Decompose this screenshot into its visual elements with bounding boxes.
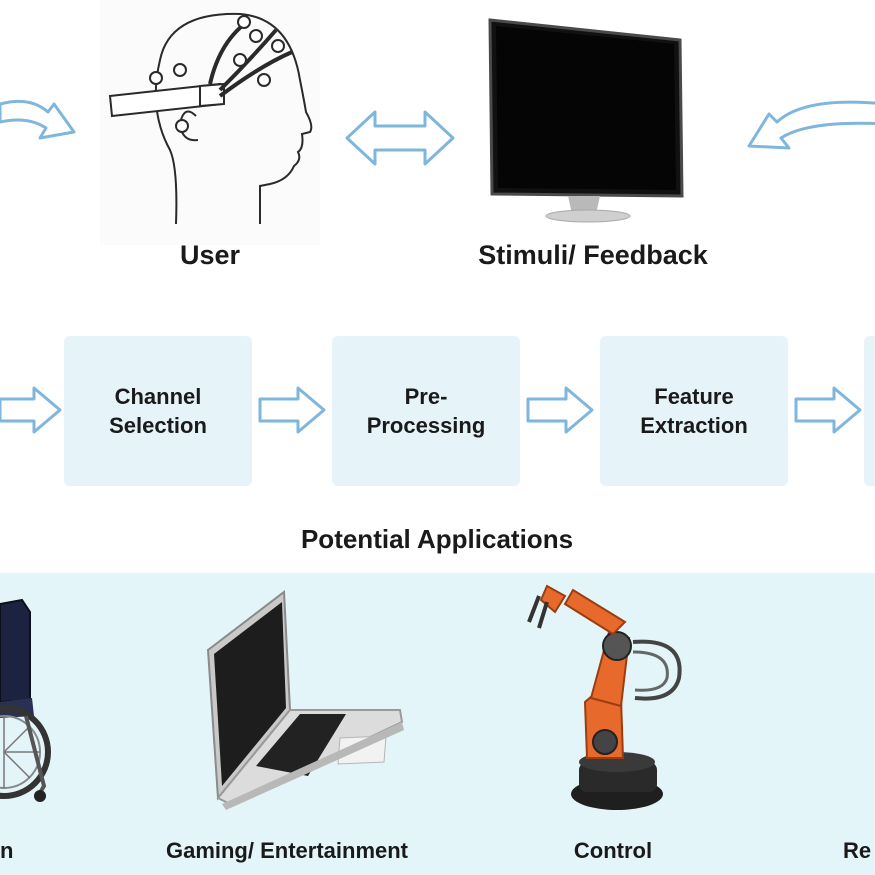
box-line: Channel bbox=[114, 384, 202, 409]
box-line: Processing bbox=[366, 413, 486, 438]
applications-panel bbox=[0, 573, 875, 875]
laptop-icon bbox=[206, 590, 404, 810]
classification-box-partial bbox=[864, 336, 875, 486]
wheelchair-icon bbox=[0, 598, 51, 802]
app-label-0: n bbox=[0, 838, 14, 863]
pipeline-arrow-0 bbox=[0, 386, 62, 434]
app-label-2: Control bbox=[573, 838, 653, 863]
pipeline-arrow-3 bbox=[794, 386, 862, 434]
user-label: User bbox=[179, 240, 241, 270]
double-arrow bbox=[345, 110, 455, 166]
box-line: Extraction bbox=[640, 413, 748, 438]
app-label-3: Re bbox=[843, 838, 872, 863]
box-line: Selection bbox=[109, 413, 207, 438]
eeg-headset-head-icon bbox=[108, 12, 313, 225]
app-label-1: Gaming/ Entertainment bbox=[165, 838, 409, 863]
box-line: Feature bbox=[654, 384, 734, 409]
box-line: Pre- bbox=[404, 384, 448, 409]
pipeline-arrow-2 bbox=[526, 386, 594, 434]
robot-arm-icon bbox=[527, 584, 682, 810]
pipeline-arrow-1 bbox=[258, 386, 326, 434]
stimuli-feedback-label: Stimuli/ Feedback bbox=[478, 240, 708, 270]
curved-arrow-right bbox=[747, 100, 875, 150]
curved-arrow-left bbox=[0, 99, 76, 140]
applications-heading: Potential Applications bbox=[300, 524, 574, 554]
monitor-icon bbox=[488, 18, 684, 223]
feature-extraction-box: Feature Extraction bbox=[600, 336, 788, 486]
user-illustration bbox=[100, 0, 320, 245]
pre-processing-box: Pre- Processing bbox=[332, 336, 520, 486]
channel-selection-box: Channel Selection bbox=[64, 336, 252, 486]
